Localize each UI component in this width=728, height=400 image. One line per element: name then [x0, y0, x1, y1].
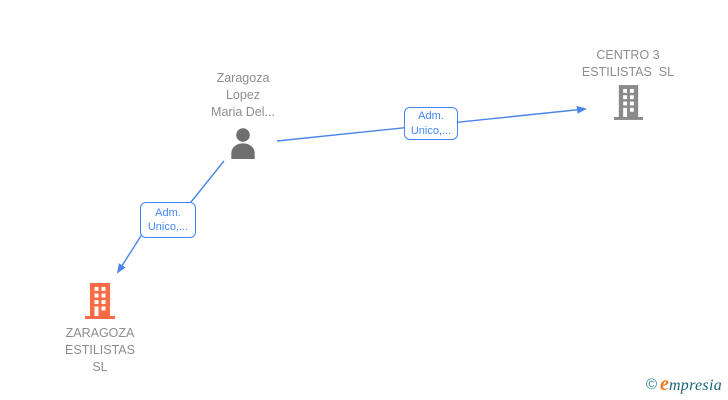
empresia-logo[interactable]: ©empresia — [646, 373, 722, 396]
empresia-brand-initial: e — [660, 373, 669, 395]
company-name-label: ZARAGOZA ESTILISTAS SL — [65, 326, 135, 374]
company-name-label: CENTRO 3 ESTILISTAS SL — [581, 48, 675, 79]
building-icon — [613, 85, 643, 120]
person-icon — [231, 128, 255, 159]
edge-label-adm-unico-centro3[interactable]: Adm. Unico,... — [404, 107, 458, 140]
person-name-label: Zaragoza Lopez Maria Del... — [211, 71, 275, 119]
node-centro3-estilistas[interactable]: CENTRO 3 ESTILISTAS SL — [558, 47, 698, 121]
node-zaragoza-estilistas[interactable]: ZARAGOZA ESTILISTAS SL — [30, 283, 170, 376]
node-person[interactable]: Zaragoza Lopez Maria Del... — [163, 70, 323, 159]
edge-label-adm-unico-zaragoza[interactable]: Adm. Unico,... — [140, 202, 196, 238]
empresia-brand-text: mpresia — [668, 377, 722, 394]
building-icon — [85, 283, 115, 319]
copyright-icon: © — [645, 376, 658, 393]
